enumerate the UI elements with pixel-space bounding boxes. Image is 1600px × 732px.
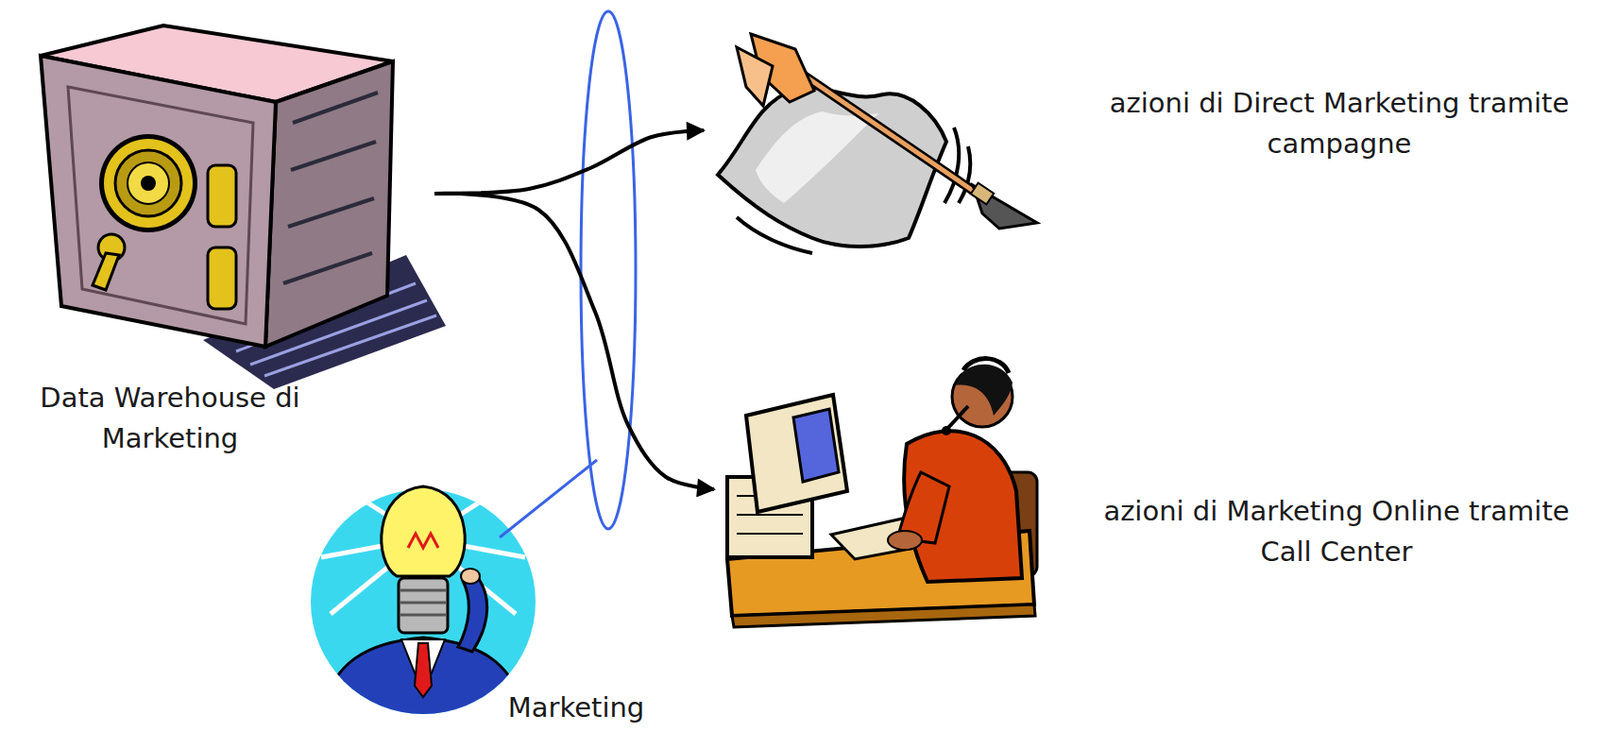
node-label: Marketing	[481, 687, 671, 729]
flow-arrow	[434, 193, 715, 490]
node-label: Data Warehouse di Marketing	[37, 377, 303, 460]
safe-clipart	[40, 25, 446, 390]
bulb-person-clipart	[310, 476, 536, 718]
illustration-node: azioni di Direct Marketing tramite campa…	[703, 9, 1568, 256]
node-label: azioni di Marketing Online tramite Call …	[1090, 491, 1583, 573]
flow-arrow	[434, 130, 704, 194]
illustration-node: azioni di Marketing Online tramite Call …	[714, 358, 1574, 624]
group-ellipse	[580, 11, 636, 529]
call-center-clipart	[727, 358, 1038, 628]
leader-line	[499, 459, 597, 538]
illustration-node: Data Warehouse di Marketing	[0, 18, 435, 454]
illustration-node: Marketing	[302, 481, 662, 730]
node-label: azioni di Direct Marketing tramite campa…	[1093, 83, 1585, 165]
dart-clipart	[717, 34, 1038, 254]
